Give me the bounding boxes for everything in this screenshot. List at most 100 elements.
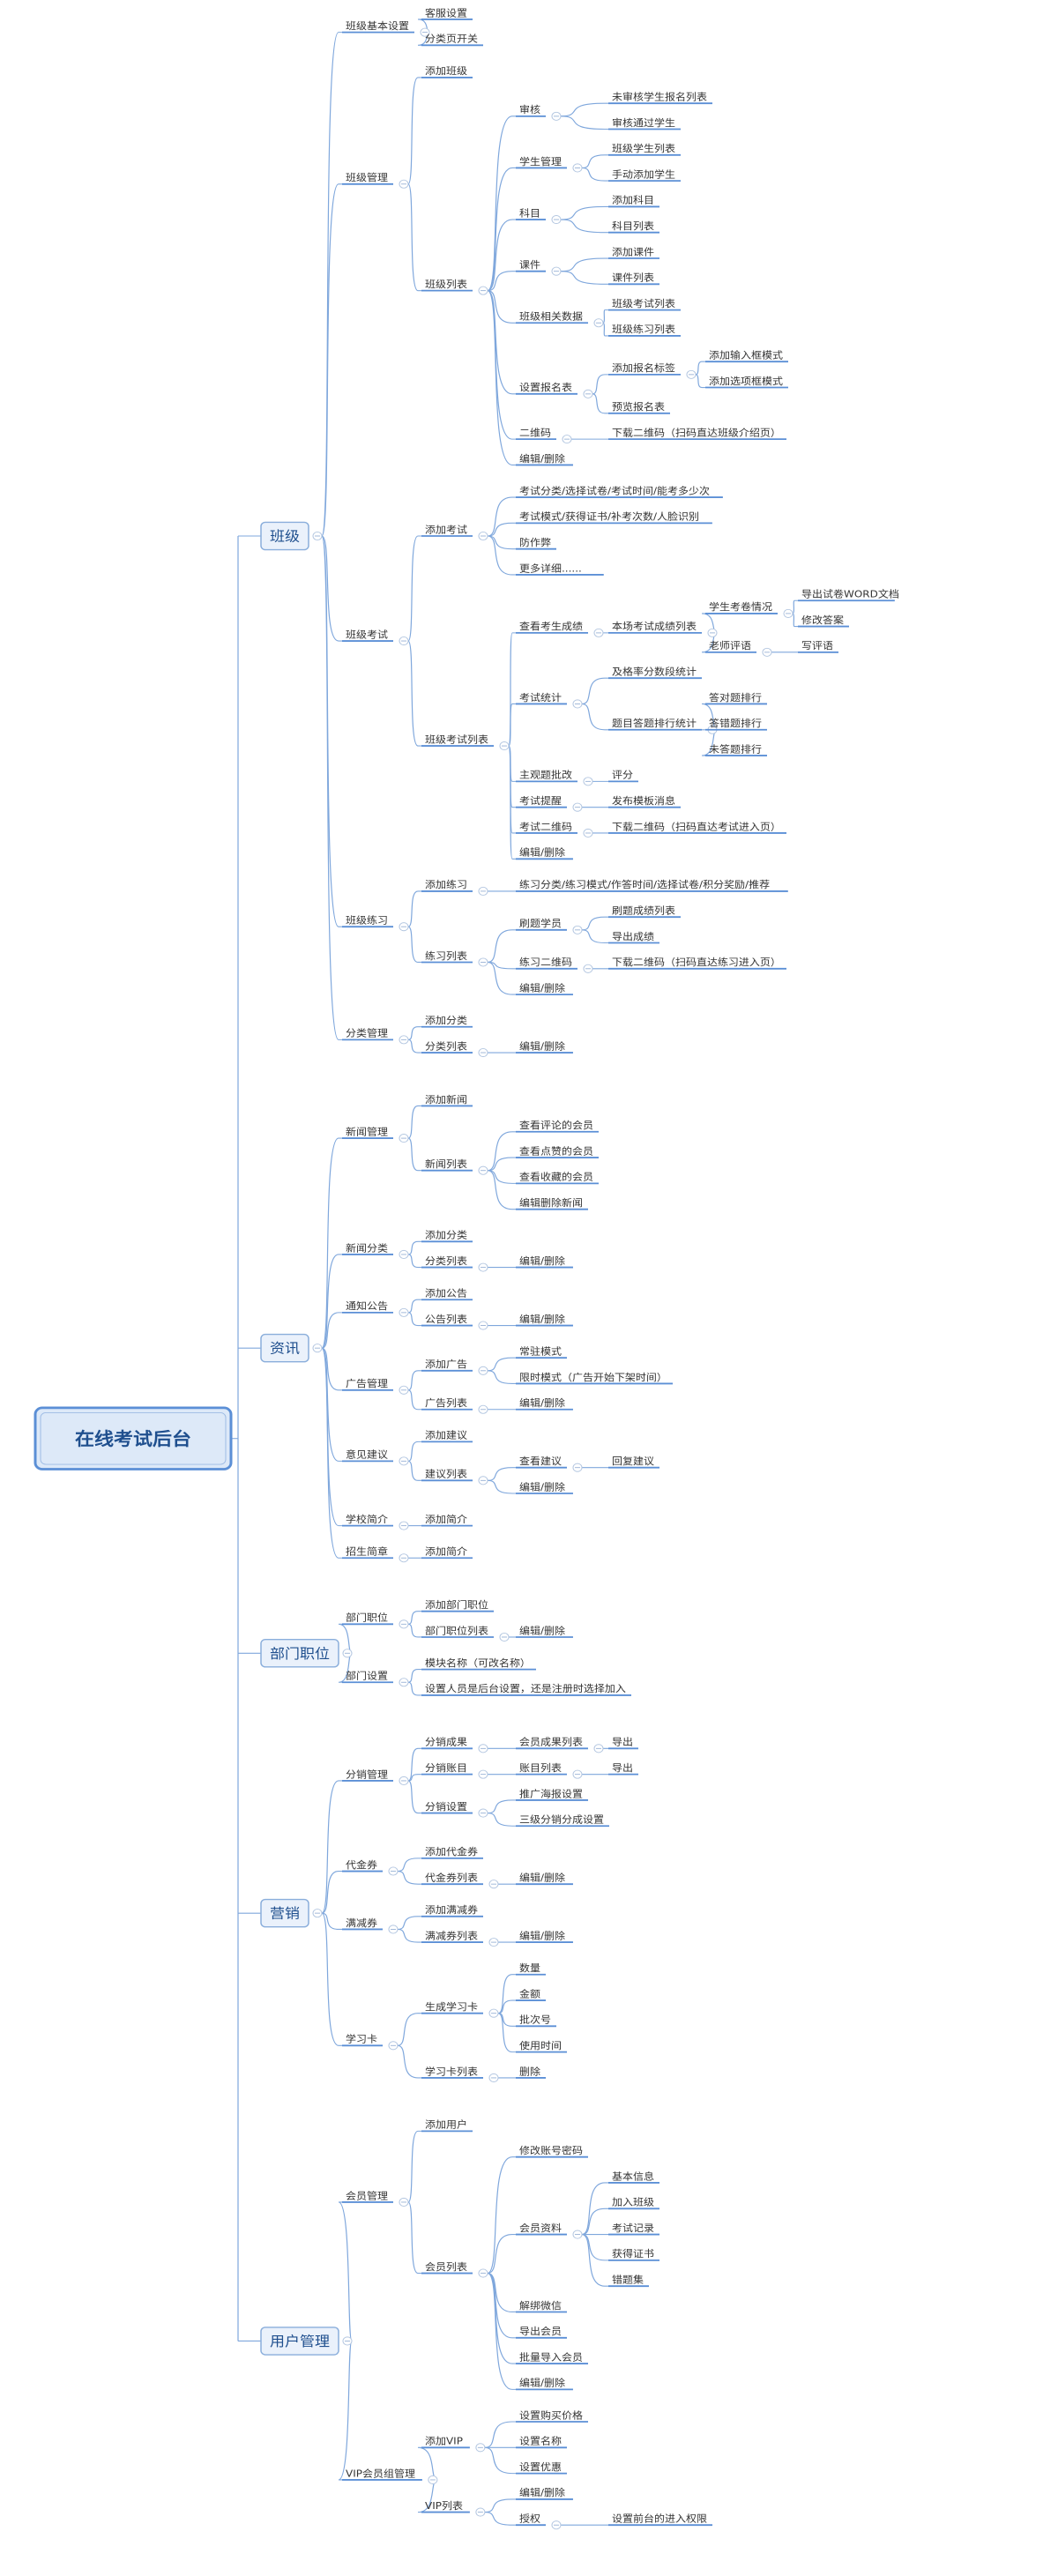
- mindmap-node-d6[interactable]: 添加输入框模式: [705, 349, 788, 363]
- collapse-toggle-icon[interactable]: [478, 1808, 488, 1818]
- mindmap-node-d3[interactable]: 分类列表: [421, 1040, 473, 1053]
- collapse-toggle-icon[interactable]: [551, 215, 562, 225]
- collapse-toggle-icon[interactable]: [572, 699, 583, 709]
- collapse-toggle-icon[interactable]: [399, 1456, 409, 1466]
- mindmap-node-d5[interactable]: 班级练习列表: [608, 324, 681, 337]
- mindmap-node-d2[interactable]: 广告管理: [342, 1378, 393, 1391]
- mindmap-node-d3[interactable]: 添加公告: [421, 1287, 473, 1301]
- mindmap-node-d2[interactable]: 代金券: [342, 1858, 383, 1872]
- mindmap-node-d3[interactable]: 添加代金券: [421, 1846, 483, 1859]
- mindmap-node-d4[interactable]: 限时模式（广告开始下架时间）: [516, 1371, 673, 1385]
- collapse-toggle-icon[interactable]: [420, 27, 430, 37]
- mindmap-node-d4[interactable]: 金额: [516, 1988, 546, 2001]
- mindmap-node-d3[interactable]: 添加建议: [421, 1429, 473, 1443]
- mindmap-node-d3[interactable]: 添加简介: [421, 1545, 473, 1560]
- mindmap-node-d5[interactable]: 班级考试列表: [608, 297, 681, 311]
- mindmap-node-d5[interactable]: 刷题成绩列表: [608, 905, 681, 919]
- mindmap-node-d6[interactable]: 添加选项框模式: [705, 375, 788, 389]
- mindmap-node-d4[interactable]: 编辑/删除: [516, 2377, 573, 2391]
- mindmap-node-d2[interactable]: 意见建议: [342, 1448, 393, 1463]
- collapse-toggle-icon[interactable]: [388, 2041, 399, 2051]
- mindmap-node-d5[interactable]: 添加课件: [608, 246, 659, 259]
- mindmap-node-d5[interactable]: 未审核学生报名列表: [608, 91, 712, 105]
- collapse-toggle-icon[interactable]: [399, 2197, 409, 2207]
- mindmap-node-d6[interactable]: 学生考卷情况: [705, 601, 778, 614]
- mindmap-node-d5[interactable]: 评分: [608, 769, 638, 783]
- mindmap-node-d5[interactable]: 设置前台的进入权限: [608, 2513, 712, 2527]
- mindmap-node-d3[interactable]: VIP列表: [421, 2499, 470, 2513]
- collapse-toggle-icon[interactable]: [499, 741, 510, 751]
- collapse-toggle-icon[interactable]: [342, 1649, 353, 1658]
- mindmap-node-d4[interactable]: 解绑微信: [516, 2299, 567, 2313]
- mindmap-node-d4[interactable]: 常驻模式: [516, 1345, 567, 1359]
- mindmap-node-d4[interactable]: 编辑/删除: [516, 1481, 573, 1494]
- mindmap-node-d5[interactable]: 导出: [608, 1736, 638, 1750]
- collapse-toggle-icon[interactable]: [551, 2520, 562, 2530]
- collapse-toggle-icon[interactable]: [478, 1404, 488, 1414]
- collapse-toggle-icon[interactable]: [388, 1866, 399, 1876]
- mindmap-node-d4[interactable]: 练习二维码: [516, 957, 577, 970]
- collapse-toggle-icon[interactable]: [762, 647, 772, 657]
- root-node[interactable]: 在线考试后台: [34, 1406, 233, 1470]
- mindmap-node-d5[interactable]: 导出: [608, 1761, 638, 1776]
- mindmap-node-d2[interactable]: 班级管理: [342, 172, 393, 185]
- collapse-toggle-icon[interactable]: [478, 1165, 488, 1175]
- collapse-toggle-icon[interactable]: [399, 1619, 409, 1629]
- mindmap-node-d2[interactable]: 学习卡: [342, 2033, 383, 2047]
- mindmap-node-d6[interactable]: 未答题排行: [705, 743, 767, 756]
- collapse-toggle-icon[interactable]: [399, 922, 409, 932]
- mindmap-node-d2[interactable]: 会员管理: [342, 2190, 393, 2203]
- mindmap-node-d4[interactable]: 删除: [516, 2066, 546, 2079]
- mindmap-node-d4[interactable]: 批次号: [516, 2014, 556, 2028]
- mindmap-node-d5[interactable]: 科目列表: [608, 220, 659, 234]
- mindmap-node-d4[interactable]: 编辑/删除: [516, 1397, 573, 1411]
- mindmap-node-d2[interactable]: 班级练习: [342, 914, 393, 928]
- collapse-toggle-icon[interactable]: [475, 2443, 486, 2453]
- collapse-toggle-icon[interactable]: [572, 925, 583, 934]
- mindmap-node-d3[interactable]: 添加VIP: [421, 2435, 470, 2449]
- mindmap-node-d4[interactable]: 查看建议: [516, 1456, 567, 1469]
- collapse-toggle-icon[interactable]: [312, 531, 323, 541]
- mindmap-node-d3[interactable]: 添加分类: [421, 1015, 473, 1028]
- category-node[interactable]: 班级: [260, 521, 309, 551]
- collapse-toggle-icon[interactable]: [342, 2336, 353, 2346]
- mindmap-node-d3[interactable]: 模块名称（可改名称）: [421, 1657, 536, 1671]
- mindmap-node-d4[interactable]: 学生管理: [516, 155, 567, 169]
- mindmap-node-d2[interactable]: 分类管理: [342, 1027, 393, 1041]
- collapse-toggle-icon[interactable]: [583, 828, 593, 838]
- collapse-toggle-icon[interactable]: [478, 1366, 488, 1375]
- mindmap-node-d6[interactable]: 老师评语: [705, 640, 756, 653]
- collapse-toggle-icon[interactable]: [478, 1476, 488, 1485]
- mindmap-node-d3[interactable]: 添加满减券: [421, 1904, 483, 1917]
- collapse-toggle-icon[interactable]: [478, 1262, 488, 1272]
- mindmap-node-d2[interactable]: 部门职位: [342, 1612, 393, 1626]
- collapse-toggle-icon[interactable]: [583, 389, 593, 398]
- mindmap-node-d4[interactable]: 考试统计: [516, 691, 567, 705]
- mindmap-node-d2[interactable]: 满减券: [342, 1917, 383, 1931]
- collapse-toggle-icon[interactable]: [783, 608, 794, 618]
- mindmap-node-d5[interactable]: 下载二维码（扫码直达练习进入页）: [608, 957, 786, 970]
- mindmap-node-d5[interactable]: 添加报名标签: [608, 362, 681, 376]
- mindmap-node-d5[interactable]: 错题集: [608, 2274, 649, 2288]
- mindmap-node-d4[interactable]: 编辑/删除: [516, 1040, 573, 1053]
- collapse-toggle-icon[interactable]: [583, 777, 593, 786]
- collapse-toggle-icon[interactable]: [551, 266, 562, 276]
- mindmap-node-d4[interactable]: 设置购买价格: [516, 2409, 588, 2423]
- collapse-toggle-icon[interactable]: [428, 2475, 438, 2484]
- mindmap-node-d4[interactable]: 编辑/删除: [516, 1872, 573, 1886]
- collapse-toggle-icon[interactable]: [572, 2230, 583, 2239]
- mindmap-node-d4[interactable]: 编辑/删除: [516, 982, 573, 996]
- collapse-toggle-icon[interactable]: [593, 1744, 604, 1753]
- mindmap-node-d6[interactable]: 答对题排行: [705, 691, 767, 705]
- mindmap-node-d5[interactable]: 预览报名表: [608, 401, 670, 414]
- mindmap-node-d4[interactable]: 编辑/删除: [516, 2487, 573, 2500]
- mindmap-node-d3[interactable]: 新闻列表: [421, 1158, 473, 1172]
- mindmap-node-d4[interactable]: 数量: [516, 1962, 546, 1976]
- mindmap-node-d4[interactable]: 导出会员: [516, 2326, 567, 2339]
- mindmap-node-d4[interactable]: 刷题学员: [516, 918, 567, 931]
- category-node[interactable]: 营销: [260, 1898, 309, 1928]
- mindmap-node-d2[interactable]: 班级考试: [342, 629, 393, 642]
- collapse-toggle-icon[interactable]: [399, 637, 409, 646]
- mindmap-node-d3[interactable]: 分销设置: [421, 1800, 473, 1814]
- mindmap-node-d5[interactable]: 导出成绩: [608, 930, 659, 944]
